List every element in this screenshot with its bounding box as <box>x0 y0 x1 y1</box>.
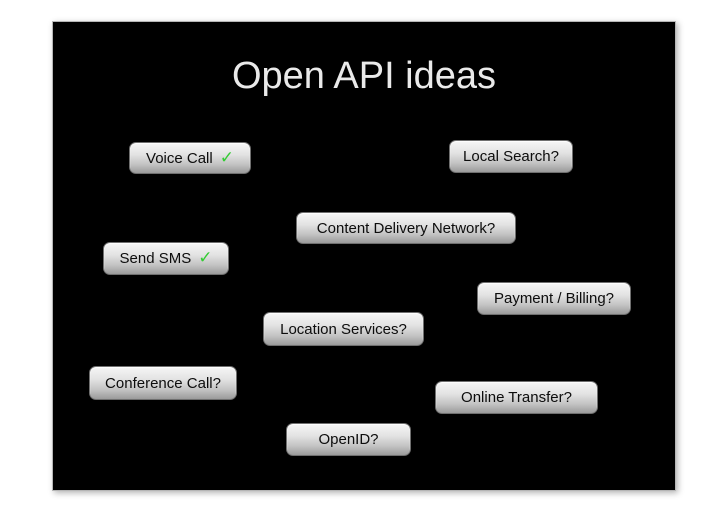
check-icon: ✓ <box>198 248 213 267</box>
idea-box-online-transfer: Online Transfer? <box>435 381 598 414</box>
check-icon: ✓ <box>219 147 234 167</box>
idea-box-openid: OpenID? <box>286 423 411 456</box>
idea-box-label: Location Services? <box>280 320 407 338</box>
idea-box-label: Local Search? <box>463 148 559 165</box>
idea-box-voice-call: Voice Call ✓ <box>129 142 251 174</box>
idea-box-conference-call: Conference Call? <box>89 366 237 400</box>
idea-box-label: OpenID? <box>318 431 379 448</box>
presentation-slide: Open API ideas Voice Call ✓ Local Search? C… <box>52 21 676 491</box>
idea-box-label: Send SMS <box>119 250 192 267</box>
idea-box-label: Payment / Billing? <box>493 290 615 307</box>
idea-box-send-sms: Send SMS ✓ <box>103 242 229 275</box>
idea-box-content-delivery-network: Content Delivery Network? <box>296 212 516 244</box>
idea-box-local-search: Local Search? <box>449 140 573 173</box>
idea-box-label: Online Transfer? <box>461 389 572 406</box>
idea-box-label: Conference Call? <box>105 374 221 392</box>
slide-title: Open API ideas <box>231 55 497 97</box>
idea-box-label: Content Delivery Network? <box>316 219 496 237</box>
idea-box-payment-billing: Payment / Billing? <box>477 282 631 315</box>
idea-box-label: Voice Call <box>146 149 213 167</box>
idea-box-location-services: Location Services? <box>263 312 424 346</box>
idea-boxes: Voice Call ✓ Local Search? Content Delivery… <box>53 22 675 490</box>
